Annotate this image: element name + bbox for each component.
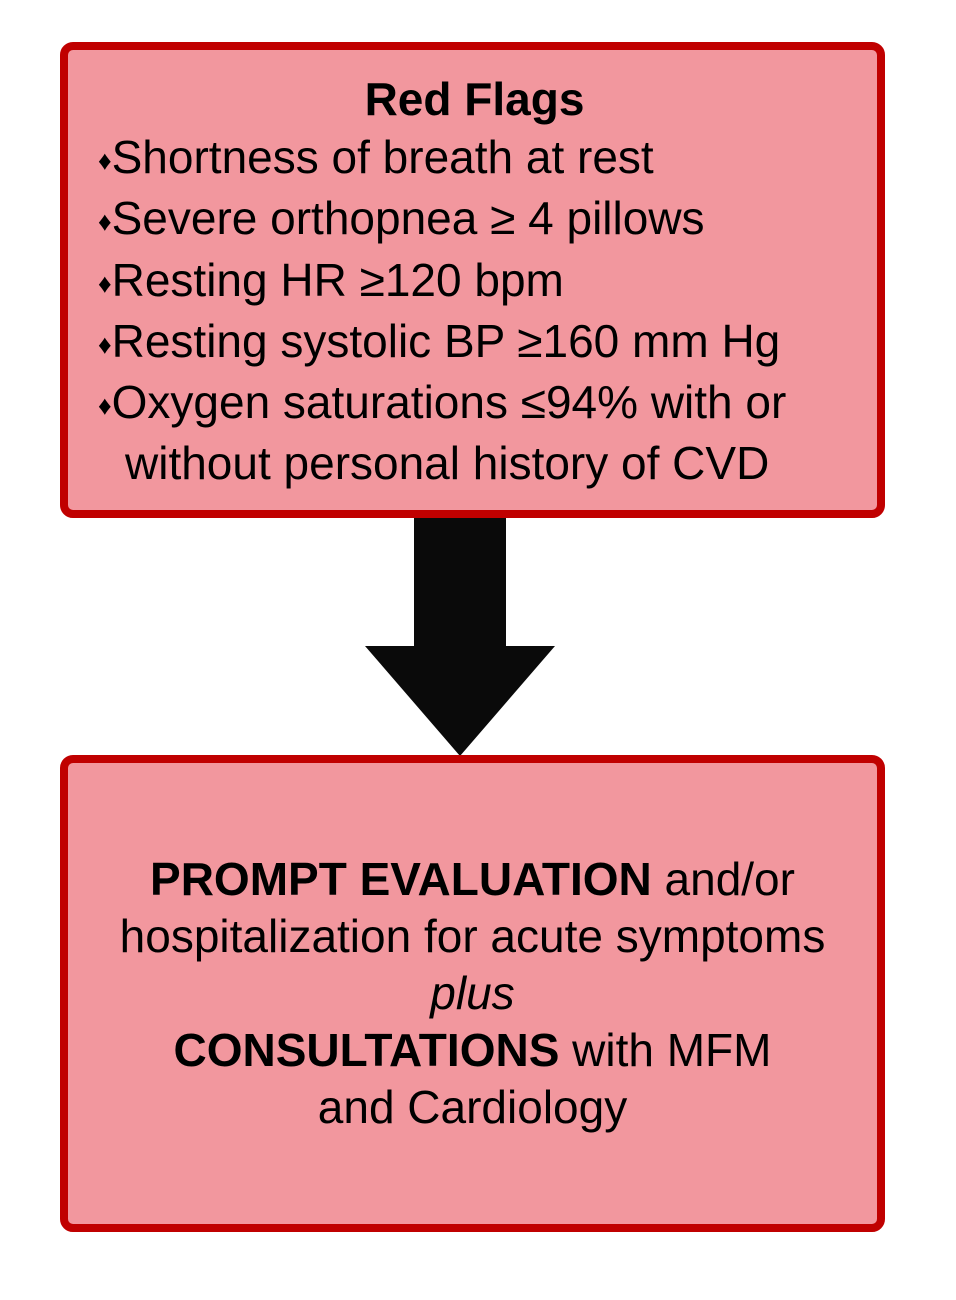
action-line-5: and Cardiology [317,1081,628,1133]
red-flag-item: ♦Shortness of breath at rest [98,128,851,189]
action-line-4: CONSULTATIONS with MFM [88,1022,857,1079]
prompt-evaluation-label: PROMPT EVALUATION [150,853,652,905]
diamond-bullet-icon: ♦ [98,206,112,237]
diamond-bullet-icon: ♦ [98,329,112,360]
action-line-3: plus [430,967,515,1019]
with-mfm-label: with MFM [559,1024,772,1076]
red-flags-title: Red Flags [364,73,585,125]
red-flags-box: Red Flags ♦Shortness of breath at rest ♦… [60,42,885,518]
diamond-bullet-icon: ♦ [98,267,112,298]
action-text: PROMPT EVALUATION and/or hospitalization… [88,851,857,1136]
and-or-label: and/or [651,853,795,905]
down-arrow-icon [365,518,555,756]
red-flag-text: Oxygen saturations ≤94% with or without … [111,376,787,490]
consultations-label: CONSULTATIONS [173,1024,560,1076]
red-flag-text: Resting HR ≥120 bpm [111,253,564,306]
red-flag-item: ♦Oxygen saturations ≤94% with or without… [98,373,851,492]
red-flags-list: ♦Shortness of breath at rest ♦Severe ort… [98,128,851,492]
diamond-bullet-icon: ♦ [98,390,112,421]
red-flag-item: ♦Resting systolic BP ≥160 mm Hg [98,312,851,373]
action-line-2: hospitalization for acute symptoms [119,910,826,962]
red-flag-text: Resting systolic BP ≥160 mm Hg [111,314,781,367]
action-line-1: PROMPT EVALUATION and/or [88,851,857,908]
down-arrow-shape [365,518,555,756]
red-flag-text: Severe orthopnea ≥ 4 pillows [111,192,705,245]
red-flag-item: ♦Severe orthopnea ≥ 4 pillows [98,189,851,250]
action-box: PROMPT EVALUATION and/or hospitalization… [60,755,885,1232]
red-flag-item: ♦Resting HR ≥120 bpm [98,251,851,312]
diamond-bullet-icon: ♦ [98,145,112,176]
red-flag-text: Shortness of breath at rest [111,131,654,183]
